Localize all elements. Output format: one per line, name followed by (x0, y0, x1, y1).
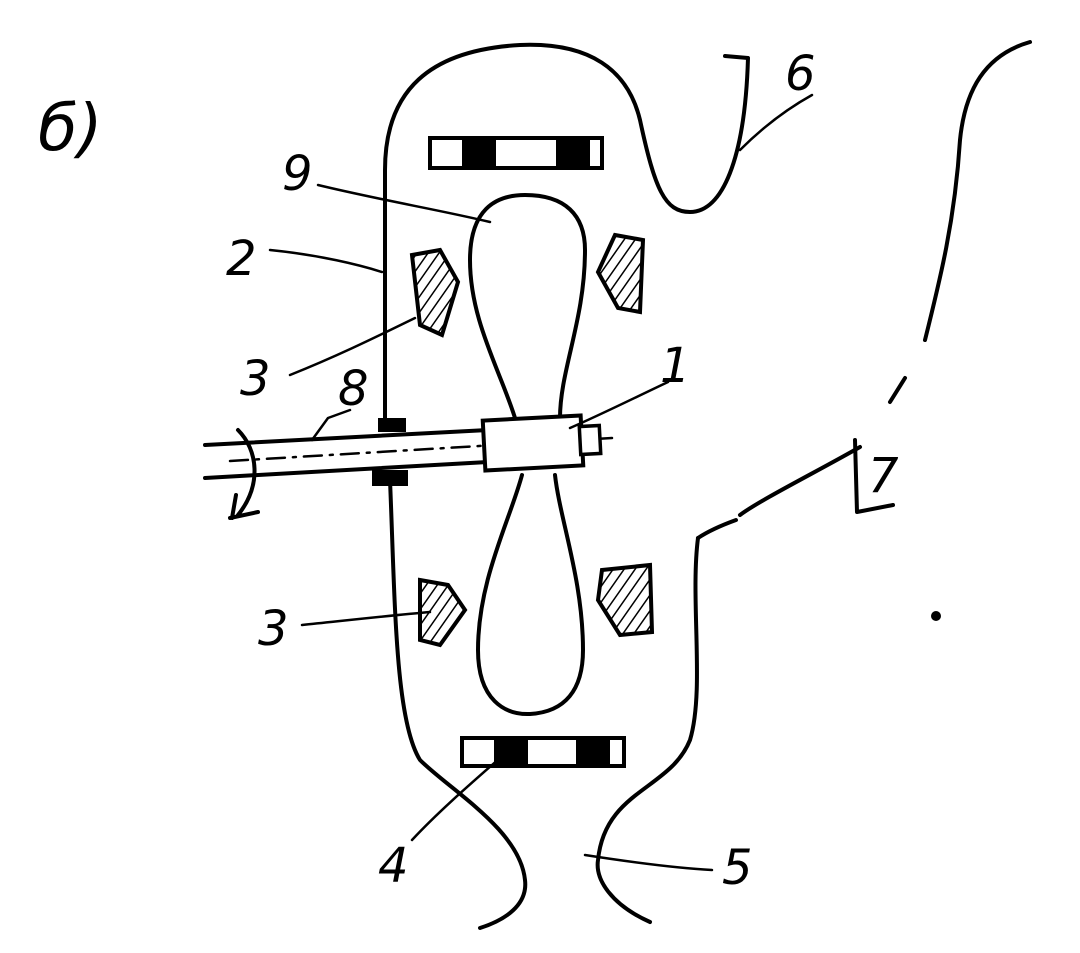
label-2: 2 (226, 231, 257, 287)
leader-5 (583, 853, 714, 872)
bearing-top (428, 136, 604, 170)
label-3-upper: 3 (240, 351, 271, 407)
label-8: 8 (338, 361, 369, 417)
leader-1 (568, 380, 670, 430)
label-9: 9 (282, 146, 313, 202)
leader-6 (738, 93, 814, 152)
label-6: 6 (785, 46, 816, 102)
leader-2 (268, 248, 384, 274)
ink-dot (931, 611, 941, 621)
guide-vane-lower-right (595, 562, 655, 638)
label-3-lower: 3 (258, 601, 289, 657)
bearing-bottom (460, 736, 626, 768)
label-7: 7 (868, 448, 899, 504)
leader-4 (410, 756, 502, 842)
hub (480, 413, 603, 473)
guide-vane-upper-left (409, 247, 461, 338)
label-4: 4 (378, 838, 409, 894)
rotation-arrow (228, 428, 260, 520)
housing-outline (383, 42, 750, 930)
leader-8 (310, 408, 352, 442)
figure-label: б) (38, 92, 102, 166)
leader-9 (316, 183, 492, 224)
leader-3-upper (288, 316, 417, 377)
leader-3-lower (300, 610, 432, 627)
impeller-blade (468, 193, 587, 717)
section-mark-7 (853, 438, 895, 514)
label-1: 1 (660, 338, 691, 394)
casing-wall (696, 40, 1032, 540)
guide-vane-lower-left (418, 577, 468, 648)
shaft (203, 418, 614, 486)
guide-vane-upper-right (595, 232, 646, 315)
label-5: 5 (722, 840, 753, 896)
